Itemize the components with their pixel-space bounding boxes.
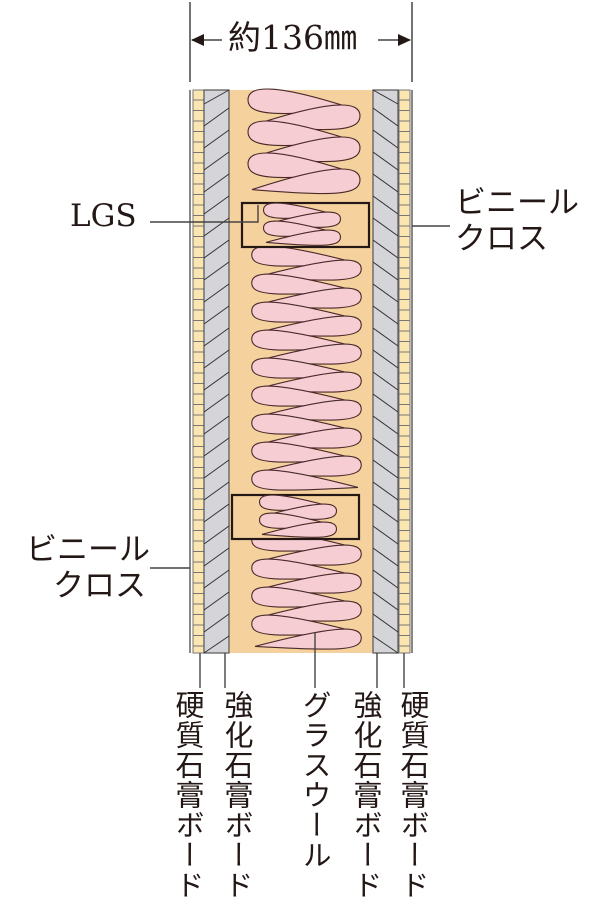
hard-gypsum-board (192, 89, 205, 654)
hatch-line (372, 481, 399, 501)
hatch-line (372, 217, 399, 237)
label-line: クロス (455, 221, 548, 257)
label-line: ビニール (455, 185, 579, 221)
glass-wool-lobe (265, 229, 342, 246)
layer-label-hard-board-right: 硬質石膏ボード (396, 690, 430, 900)
arrow-right-icon (398, 34, 411, 46)
hatch-line (203, 613, 230, 633)
reinforced-gypsum-board (203, 89, 230, 654)
leader-lines (150, 205, 450, 688)
hatch-line (203, 393, 230, 413)
hatch-line (203, 437, 230, 457)
hatch-line (372, 415, 399, 435)
glass-wool-lobe (261, 521, 338, 538)
hatch-line (372, 569, 399, 589)
glass-wool (230, 88, 371, 650)
hatch-line (203, 525, 230, 545)
hatch-line (372, 89, 399, 105)
layer-label-reinforced-board-right: 強化石膏ボード (349, 690, 383, 900)
glass-wool-lobe (254, 628, 362, 650)
hatch-line (203, 459, 230, 479)
hatch-line (203, 89, 230, 105)
hatch-line (372, 613, 399, 633)
hatch-line (372, 349, 399, 369)
hatch-line (372, 459, 399, 479)
hatch-line (372, 591, 399, 611)
hatch-line (372, 261, 399, 281)
hatch-line (372, 129, 399, 149)
hatch-line (203, 151, 230, 171)
hatch-line (203, 217, 230, 237)
hatch-line (203, 547, 230, 567)
hatch-line (203, 107, 230, 127)
vinyl-cloth-right-label: ビニール クロス (455, 185, 579, 257)
hatch-line (203, 569, 230, 589)
hard-gypsum-board (398, 89, 411, 654)
hatch-line (372, 239, 399, 259)
arrow-left-icon (191, 34, 204, 46)
vinyl-cloth-left-label: ビニール クロス (4, 532, 150, 604)
hatch-line (372, 393, 399, 413)
layer-label-reinforced-board-left: 強化石膏ボード (220, 690, 254, 900)
dimension-label: 約136㎜ (228, 18, 357, 57)
hatch-line (372, 107, 399, 127)
hatch-line (203, 327, 230, 347)
hatch-line (203, 283, 230, 303)
lgs-leader (150, 205, 259, 223)
glass-wool-lobe (251, 469, 359, 491)
hatch-line (372, 525, 399, 545)
hatch-line (372, 283, 399, 303)
hatch-line (372, 195, 399, 215)
hatch-line (372, 371, 399, 391)
layer-label-hard-board-left: 硬質石膏ボード (171, 690, 205, 900)
hatch-line (203, 239, 230, 259)
layer-label-glass-wool: グラスウール (298, 690, 332, 870)
hatch-line (203, 481, 230, 501)
hatch-line (372, 173, 399, 193)
hatch-line (203, 349, 230, 369)
label-line: クロス (53, 568, 146, 604)
hatch-line (203, 415, 230, 435)
hatch-line (203, 503, 230, 523)
hatch-line (372, 503, 399, 523)
label-line: ビニール (26, 532, 150, 568)
hatch-line (203, 173, 230, 193)
hatch-line (372, 547, 399, 567)
glass-wool-lobe (251, 168, 361, 195)
hatch-line (203, 195, 230, 215)
hatch-line (203, 129, 230, 149)
hatch-line (203, 591, 230, 611)
hatch-line (203, 371, 230, 391)
hatch-line (203, 635, 230, 654)
hatch-line (203, 261, 230, 281)
hatch-line (372, 305, 399, 325)
hatch-line (372, 327, 399, 347)
hatch-line (372, 151, 399, 171)
hatch-line (203, 305, 230, 325)
reinforced-gypsum-board (372, 89, 399, 654)
lgs-label: LGS (70, 198, 137, 234)
hatch-line (372, 635, 399, 654)
hatch-line (372, 437, 399, 457)
